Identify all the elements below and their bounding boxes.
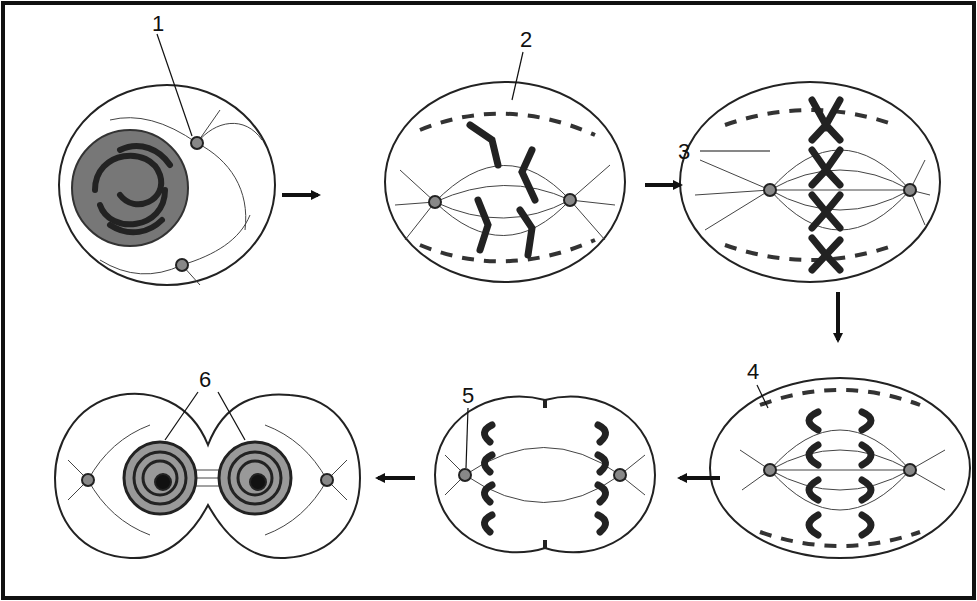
callout-number: 5: [460, 384, 476, 408]
callout-number: 4: [745, 360, 761, 384]
callout-number: 6: [197, 368, 213, 392]
callout-number: 1: [150, 12, 166, 36]
callout-number: 3: [676, 140, 692, 164]
callout-number: 2: [518, 28, 534, 52]
frame: [3, 3, 974, 598]
